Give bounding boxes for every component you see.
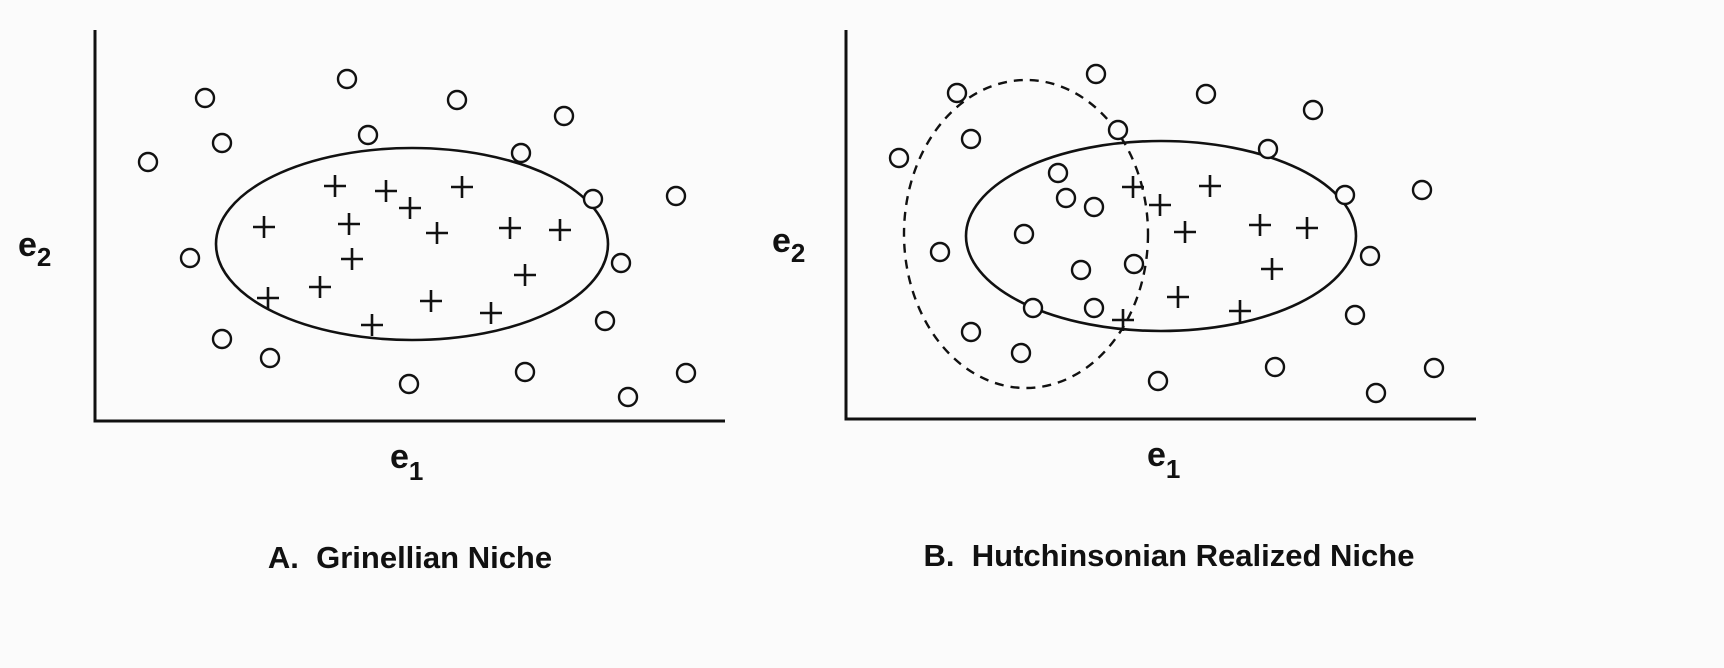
circle-point <box>1257 138 1279 160</box>
panel-b-dashed-ellipse <box>902 78 1150 390</box>
circle-point <box>1107 119 1129 141</box>
circle-point <box>1085 63 1107 85</box>
plus-point <box>451 176 473 198</box>
circle-point <box>946 82 968 104</box>
panel-a-niche-ellipse <box>214 146 610 342</box>
circle-point <box>1365 382 1387 404</box>
circle-point <box>514 361 536 383</box>
plus-point <box>426 222 448 244</box>
circle-point <box>594 310 616 332</box>
circle-point <box>510 142 532 164</box>
circle-point <box>929 241 951 263</box>
panel-a-y-label: e2 <box>18 226 51 272</box>
panel-a-x-label: e1 <box>390 438 423 486</box>
panel-b: e2 e1 B. Hutchinsonian Realized Niche <box>772 30 1476 573</box>
circle-point <box>1070 259 1092 281</box>
plus-point <box>514 264 536 286</box>
panel-b-niche-ellipse <box>964 139 1358 333</box>
circle-point <box>446 89 468 111</box>
plus-point <box>399 197 421 219</box>
panel-a-axes <box>93 30 725 423</box>
circle-point <box>336 68 358 90</box>
plus-point <box>1229 300 1251 322</box>
plus-point <box>1249 214 1271 236</box>
plus-point <box>324 175 346 197</box>
plus-point <box>499 217 521 239</box>
circle-point <box>582 188 604 210</box>
circle-point <box>960 128 982 150</box>
circle-point <box>1359 245 1381 267</box>
panel-b-x-label: e1 <box>1147 436 1180 484</box>
plus-point <box>341 248 363 270</box>
plus-point <box>1296 217 1318 239</box>
panel-b-axes <box>844 30 1476 421</box>
panel-a-y-label-subscript: 2 <box>37 242 51 272</box>
plus-point <box>1122 176 1144 198</box>
circle-point <box>398 373 420 395</box>
circle-point <box>357 124 379 146</box>
panel-b-points <box>888 63 1445 404</box>
circle-point <box>1147 370 1169 392</box>
plus-point <box>1261 258 1283 280</box>
circle-point <box>888 147 910 169</box>
plus-point <box>253 216 275 238</box>
plus-point <box>480 302 502 324</box>
circle-point <box>1123 253 1145 275</box>
plus-point <box>338 213 360 235</box>
circle-point <box>553 105 575 127</box>
plus-point <box>1112 309 1134 331</box>
circle-point <box>960 321 982 343</box>
circle-point <box>675 362 697 384</box>
circle-point <box>1013 223 1035 245</box>
circle-point <box>1344 304 1366 326</box>
circle-point <box>194 87 216 109</box>
circle-point <box>259 347 281 369</box>
circle-point <box>1083 196 1105 218</box>
circle-point <box>1302 99 1324 121</box>
circle-point <box>1055 187 1077 209</box>
circle-point <box>211 328 233 350</box>
panel-a-caption: A. Grinellian Niche <box>268 540 552 575</box>
panel-b-caption: B. Hutchinsonian Realized Niche <box>924 538 1415 573</box>
circle-point <box>1195 83 1217 105</box>
panel-a: e2 e1 A. Grinellian Niche <box>18 30 725 575</box>
circle-point <box>211 132 233 154</box>
panel-a-points <box>137 68 697 408</box>
plus-point <box>549 219 571 241</box>
panel-b-y-label-subscript: 2 <box>791 238 805 268</box>
circle-point <box>137 151 159 173</box>
circle-point <box>617 386 639 408</box>
circle-point <box>179 247 201 269</box>
circle-point <box>1264 356 1286 378</box>
circle-point <box>1010 342 1032 364</box>
circle-point <box>1334 184 1356 206</box>
circle-point <box>1083 297 1105 319</box>
plus-point <box>257 287 279 309</box>
panel-b-y-label: e2 <box>772 222 805 268</box>
circle-point <box>1411 179 1433 201</box>
panel-b-x-label-subscript: 1 <box>1166 454 1180 484</box>
plus-point <box>309 276 331 298</box>
circle-point <box>1022 297 1044 319</box>
circle-point <box>1423 357 1445 379</box>
circle-point <box>610 252 632 274</box>
plus-point <box>1174 221 1196 243</box>
plus-point <box>1199 175 1221 197</box>
circle-point <box>665 185 687 207</box>
plus-point <box>1149 194 1171 216</box>
plus-point <box>1167 286 1189 308</box>
panel-a-x-label-subscript: 1 <box>409 456 423 486</box>
circle-point <box>1047 162 1069 184</box>
plus-point <box>420 290 442 312</box>
plus-point <box>361 314 383 336</box>
plus-point <box>375 180 397 202</box>
